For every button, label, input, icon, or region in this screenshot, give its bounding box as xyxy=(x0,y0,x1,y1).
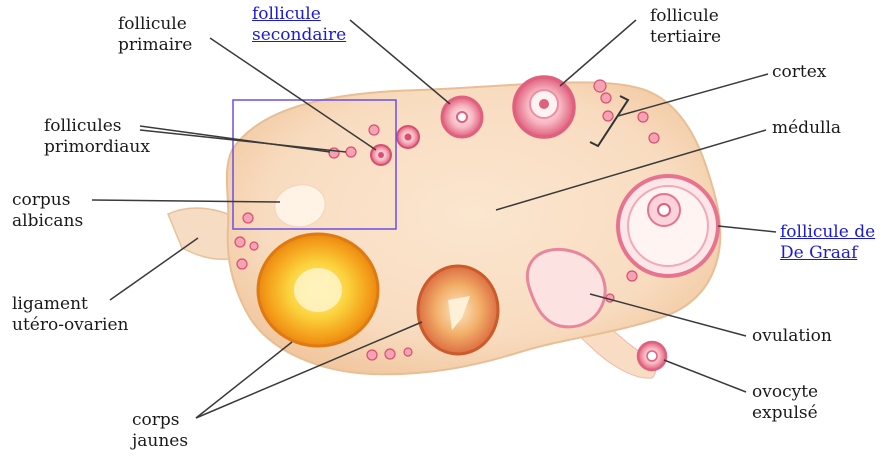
expelled-oocyte-shape xyxy=(638,342,666,370)
label-follicules-primordiaux: follicules primordiaux xyxy=(44,116,150,158)
label-ovocyte-expulse: ovocyte expulsé xyxy=(752,382,818,424)
label-ovulation: ovulation xyxy=(752,326,832,347)
label-corps-jaunes: corps jaunes xyxy=(132,410,188,452)
link-follicule-de-graaf[interactable]: follicule de De Graaf xyxy=(780,222,875,264)
tertiary-follicle-shape xyxy=(514,77,574,137)
label-follicule-primaire: follicule primaire xyxy=(118,14,192,56)
label-follicule-tertiaire: follicule tertiaire xyxy=(650,6,721,48)
label-corpus-albicans: corpus albicans xyxy=(12,190,83,232)
label-ligament-utero-ovarien: ligament utéro-ovarien xyxy=(12,294,129,336)
label-medulla: médulla xyxy=(772,118,841,139)
link-follicule-secondaire[interactable]: follicule secondaire xyxy=(252,4,346,46)
label-cortex: cortex xyxy=(772,62,826,83)
graafian-follicle-shape xyxy=(618,176,718,276)
